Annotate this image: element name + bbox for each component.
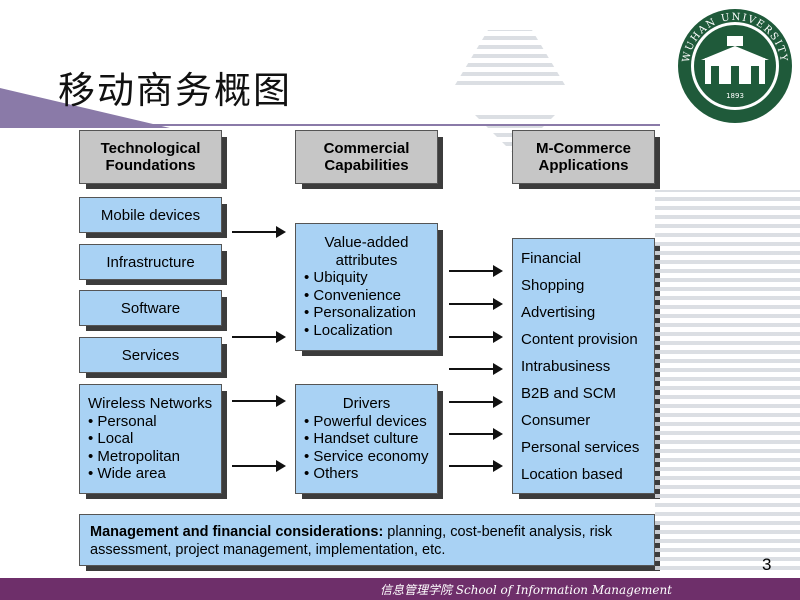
- box-drivers: Drivers • Powerful devices • Handset cul…: [295, 384, 443, 499]
- drivers-item: • Service economy: [304, 447, 429, 465]
- application-item: Financial: [521, 250, 582, 267]
- box-management-considerations: Management and financial considerations:…: [79, 514, 660, 571]
- header-commercial-capabilities: Commercial Capabilities: [295, 130, 443, 189]
- decorative-stripes-top: [455, 30, 565, 85]
- page-title: 移动商务概图: [58, 69, 292, 112]
- value-added-item: • Convenience: [304, 286, 401, 304]
- arrow-to-applications: [449, 396, 503, 408]
- footer-text: 信息管理学院 School of Information Management: [379, 583, 672, 597]
- header-commercial-label: Commercial Capabilities: [323, 140, 410, 174]
- drivers-item: • Handset culture: [304, 430, 419, 447]
- wireless-heading: Wireless Networks: [88, 395, 213, 412]
- management-details: planning, cost-benefit analysis, risk as…: [90, 524, 613, 558]
- application-item: Content provision: [521, 331, 638, 348]
- arrow-tech-to-value-2: [232, 331, 286, 343]
- wireless-item: • Personal: [88, 412, 157, 430]
- title-wedge-decoration: [0, 88, 170, 128]
- application-item: B2B and SCM: [521, 385, 617, 402]
- application-item: Personal services: [521, 439, 640, 456]
- box-services: Services: [79, 337, 227, 378]
- header-apps-label: M-Commerce Applications: [535, 140, 632, 174]
- drivers-heading: Drivers: [342, 395, 391, 412]
- page-number: 3: [762, 555, 772, 574]
- drivers-item: • Others: [304, 465, 359, 482]
- title-underline: [0, 124, 660, 126]
- header-tech-label: Technological Foundations: [100, 140, 201, 174]
- box-mobile-devices: Mobile devices: [79, 197, 227, 238]
- application-item: Intrabusiness: [521, 358, 611, 375]
- application-item: Consumer: [521, 412, 591, 429]
- arrow-to-applications: [449, 428, 503, 440]
- footer-bar: 信息管理学院 School of Information Management: [0, 578, 800, 600]
- value-added-heading-line2: attributes: [335, 251, 398, 269]
- box-applications: Financial Shopping Advertising Content p…: [512, 238, 660, 499]
- box-wireless-networks: Wireless Networks • Personal • Local • M…: [79, 384, 227, 499]
- box-software: Software: [79, 290, 227, 331]
- arrow-to-applications: [449, 331, 503, 343]
- wireless-item: • Local: [88, 430, 134, 447]
- arrow-to-applications: [449, 363, 503, 375]
- application-item: Advertising: [521, 304, 596, 321]
- arrow-to-applications: [449, 265, 503, 277]
- wireless-item: • Wide area: [88, 465, 166, 482]
- arrow-tech-to-drivers-1: [232, 395, 286, 407]
- box-infrastructure: Infrastructure: [79, 244, 227, 285]
- header-m-commerce-applications: M-Commerce Applications: [512, 130, 660, 189]
- value-added-item: • Ubiquity: [304, 269, 368, 286]
- application-item: Location based: [521, 466, 623, 483]
- box-value-added-attributes: Value-added attributes • Ubiquity • Conv…: [295, 223, 443, 356]
- wuhan-university-logo: WUHAN UNIVERSITY 1893: [678, 9, 792, 123]
- drivers-item: • Powerful devices: [304, 412, 427, 430]
- wireless-item: • Metropolitan: [88, 447, 180, 465]
- arrow-tech-to-drivers-2: [232, 460, 286, 472]
- value-added-item: • Localization: [304, 321, 393, 339]
- value-added-heading-line1: Value-added: [324, 234, 409, 251]
- arrow-tech-to-value-1: [232, 226, 286, 238]
- header-technological-foundations: Technological Foundations: [79, 130, 227, 189]
- decorative-stripes-right: [655, 190, 800, 570]
- logo-year: 1893: [726, 92, 744, 100]
- management-bold-label: Management and financial considerations:: [90, 524, 384, 540]
- arrow-to-applications: [449, 460, 503, 472]
- arrow-to-applications: [449, 298, 503, 310]
- value-added-item: • Personalization: [304, 304, 416, 321]
- application-item: Shopping: [521, 277, 585, 294]
